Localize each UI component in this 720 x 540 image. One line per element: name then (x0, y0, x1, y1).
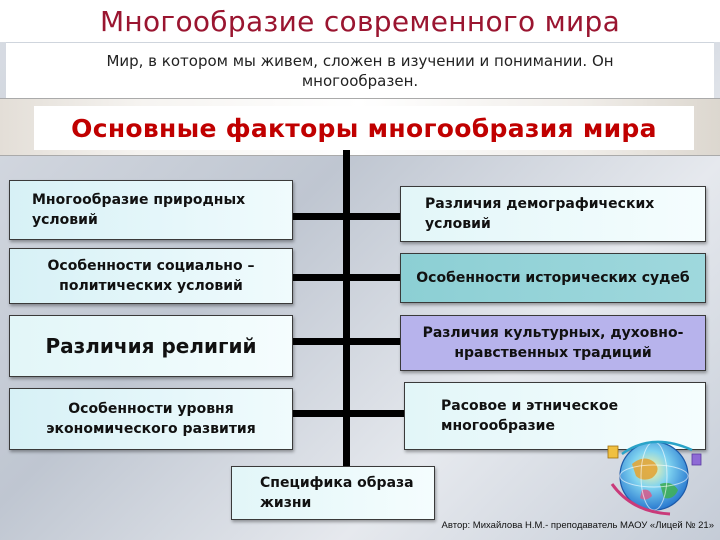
slide-title: Многообразие современного мира (0, 0, 720, 42)
factor-label: Специфика образа жизни (260, 473, 424, 513)
connector-row-2 (293, 274, 401, 281)
factor-label: Многообразие природных условий (32, 190, 282, 230)
diagram-spine (343, 150, 350, 520)
connector-row-4 (293, 410, 405, 417)
factor-label: Особенности уровня экономического развит… (20, 399, 282, 439)
factor-label: Особенности социально – политических усл… (20, 256, 282, 296)
factor-label: Особенности исторических судеб (416, 268, 689, 288)
slide-subtitle: Мир, в котором мы живем, сложен в изучен… (6, 42, 714, 98)
factor-religion: Различия религий (9, 315, 293, 377)
factor-demographic: Различия демографических условий (400, 186, 706, 242)
connector-row-3 (293, 338, 401, 345)
diagram-heading: Основные факторы многообразия мира (34, 106, 694, 150)
factor-natural-conditions: Многообразие природных условий (9, 180, 293, 240)
factor-label: Различия религий (45, 336, 256, 356)
factor-cultural-traditions: Различия культурных, духовно-нравственны… (400, 315, 706, 371)
factor-social-political: Особенности социально – политических усл… (9, 248, 293, 304)
factor-label: Различия демографических условий (425, 194, 695, 234)
factor-label: Различия культурных, духовно-нравственны… (411, 323, 695, 363)
factor-economic-development: Особенности уровня экономического развит… (9, 388, 293, 450)
globe-icon (592, 424, 712, 524)
connector-row-1 (293, 213, 401, 220)
author-credit: Автор: Михайлова Н.М.- преподаватель МАО… (384, 520, 714, 536)
factor-historical: Особенности исторических судеб (400, 253, 706, 303)
factor-lifestyle: Специфика образа жизни (231, 466, 435, 520)
